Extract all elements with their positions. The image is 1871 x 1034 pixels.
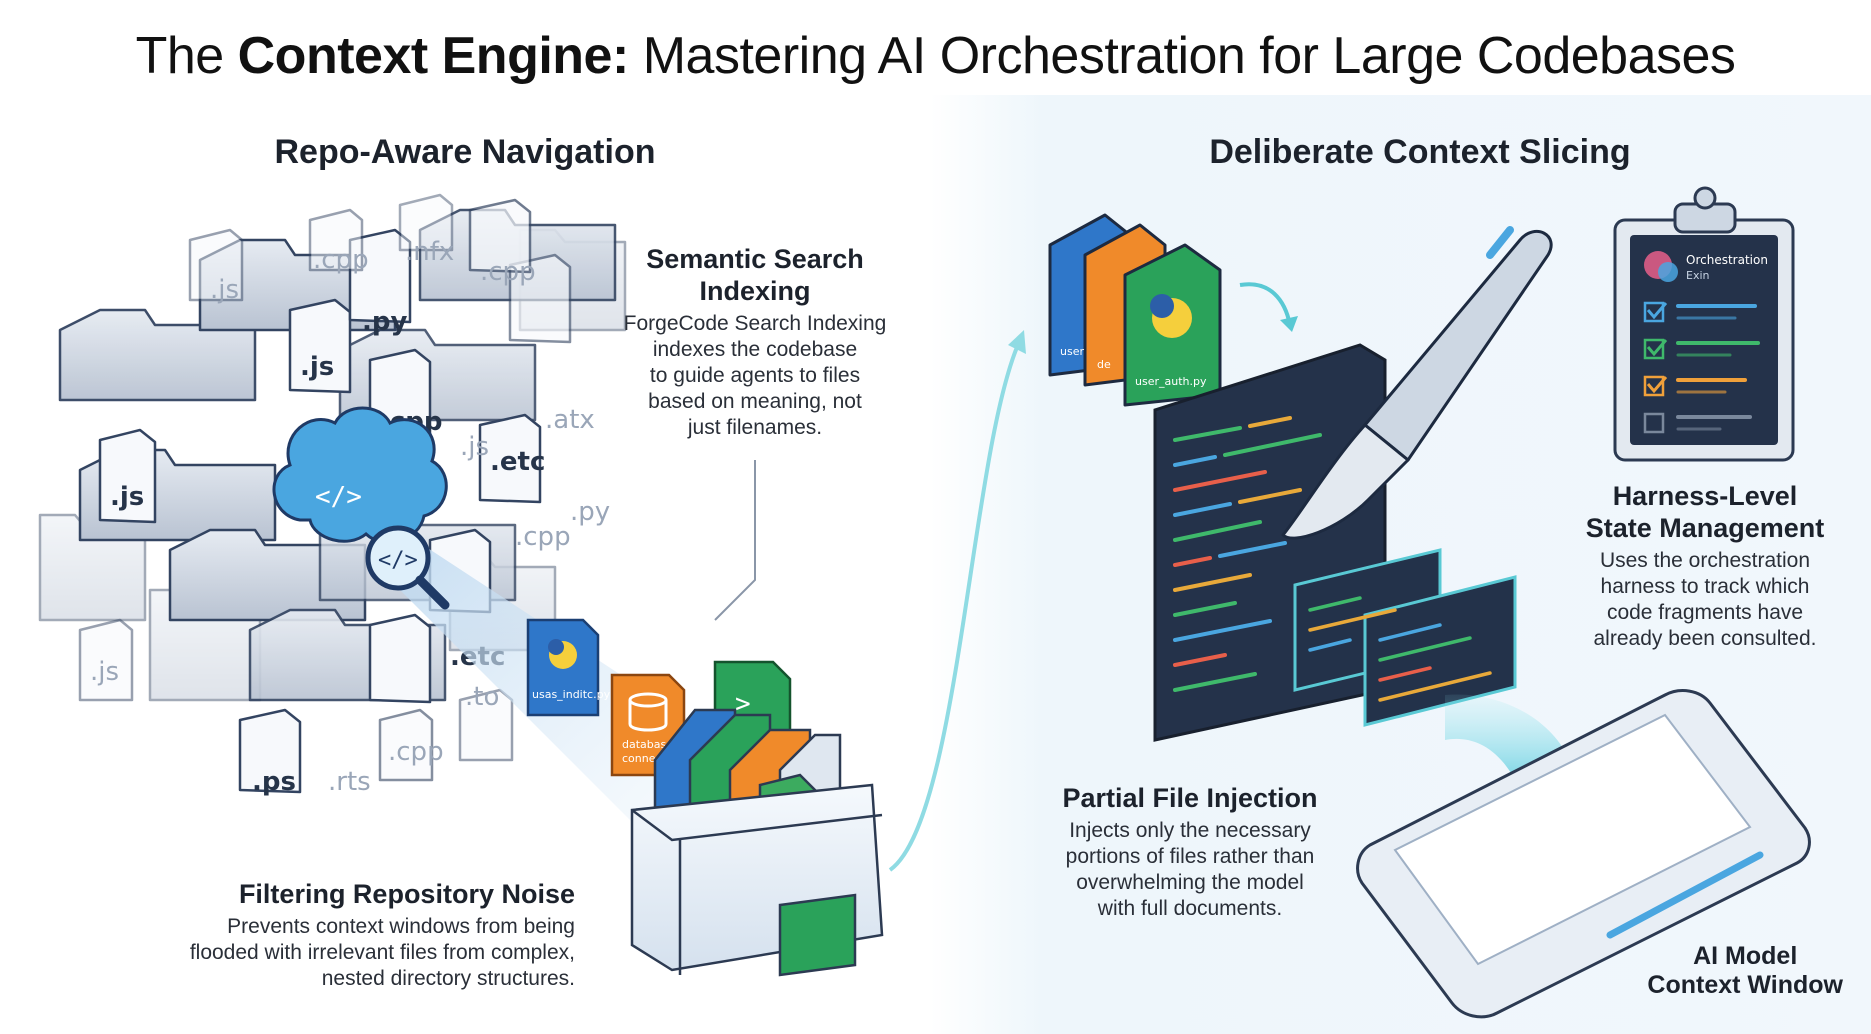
ext-js: .js (210, 275, 239, 305)
ext-cpp: .cpp (480, 257, 536, 287)
svg-text:database: database (622, 738, 673, 751)
checklist (1643, 301, 1760, 434)
ext-cpp: .cpp (313, 245, 369, 275)
filtering-callout: Filtering Repository Noise Prevents cont… (100, 878, 575, 992)
svg-text:</>: </> (315, 482, 362, 512)
ext-js: .js (110, 482, 144, 512)
page-title: The Context Engine: Mastering AI Orchest… (135, 27, 1736, 85)
card-label: user (1060, 345, 1084, 358)
scalpel-icon (1281, 226, 1553, 540)
magnifier-icon: </> (365, 525, 450, 610)
semantic-search-heading: Indexing (699, 276, 811, 306)
ext-js: .js (300, 352, 334, 382)
code-slices (1293, 548, 1517, 727)
partial-injection-heading: Partial File Injection (1062, 783, 1318, 813)
file-tray (630, 708, 884, 977)
ext-cpp: .cpp (515, 522, 571, 552)
ext-to: .to (465, 682, 499, 712)
harness-state-callout: Harness-Level State Management Uses the … (1560, 480, 1850, 652)
ext-nfx: .nfx (405, 237, 454, 267)
clipboard-subtitle: Exin (1686, 269, 1710, 282)
ext-py: .py (570, 497, 610, 527)
svg-text:usas_inditc.py: usas_inditc.py (532, 688, 611, 701)
clipboard-icon: Orchestration Exin (1613, 186, 1795, 462)
callout-line (714, 460, 756, 621)
ext-js: .js (90, 657, 119, 687)
section-title-right: Deliberate Context Slicing (1209, 133, 1631, 171)
section-title-left: Repo-Aware Navigation (274, 133, 656, 171)
ext-cpp: .cpp (388, 737, 444, 767)
semantic-search-callout: Semantic Search Indexing ForgeCode Searc… (605, 243, 905, 441)
ext-ps: .ps (252, 767, 296, 797)
ext-js: .js (460, 432, 489, 462)
harness-state-heading: Harness-Level (1612, 481, 1798, 511)
partial-injection-callout: Partial File Injection Injects only the … (1020, 782, 1360, 922)
brain-icon: </> (272, 406, 448, 544)
ext-rts: .rts (328, 767, 371, 797)
flow-arrow (888, 339, 1022, 872)
svg-text:</>: </> (378, 548, 418, 573)
ext-py: .py (362, 307, 407, 337)
context-window-tablet (1356, 689, 1811, 1019)
folder-cloud (38, 193, 627, 794)
harness-state-heading: State Management (1585, 513, 1825, 543)
card-label: user_auth.py (1135, 375, 1207, 388)
semantic-search-heading: Semantic Search (646, 244, 864, 274)
code-document (1153, 343, 1387, 742)
ext-atx: .atx (545, 405, 595, 435)
ext-etc: .etc (490, 447, 545, 477)
card-label: de (1097, 358, 1111, 371)
source-file-cards (1048, 213, 1222, 407)
selected-python-file-icon: usas_inditc.py (526, 618, 611, 717)
clipboard-title: Orchestration (1686, 253, 1768, 267)
filtering-heading: Filtering Repository Noise (238, 879, 575, 909)
